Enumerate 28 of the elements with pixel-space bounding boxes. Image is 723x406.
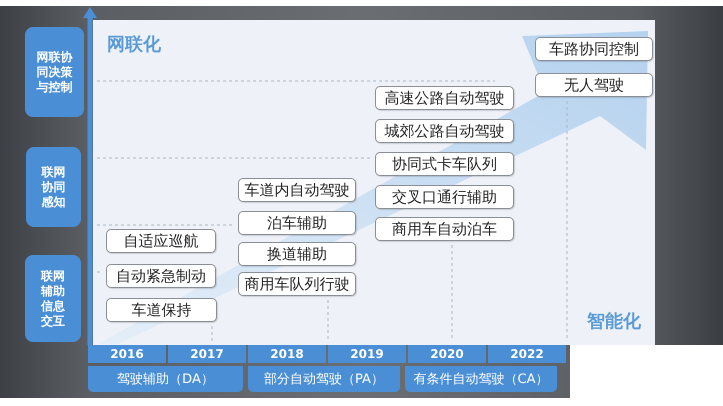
feature-box: 泊车辅助 bbox=[238, 211, 356, 235]
feature-box: 高速公路自动驾驶 bbox=[375, 86, 514, 110]
feature-box: 车路协同控制 bbox=[535, 37, 653, 61]
feature-box: 城郊公路自动驾驶 bbox=[375, 119, 514, 143]
year-cell: 2017 bbox=[168, 345, 246, 363]
stage-bar: 驾驶辅助（DA） bbox=[88, 366, 243, 392]
feature-box: 商用车自动泊车 bbox=[375, 217, 514, 241]
level-box: 网联协同决策与控制 bbox=[25, 27, 84, 117]
feature-box: 车道内自动驾驶 bbox=[238, 178, 356, 202]
year-cell: 2016 bbox=[88, 345, 166, 363]
feature-box: 自动紧急制动 bbox=[106, 264, 216, 288]
year-cell: 2019 bbox=[328, 345, 406, 363]
axis-title: 网联化 bbox=[107, 34, 162, 56]
feature-box: 换道辅助 bbox=[238, 242, 356, 266]
feature-box: 无人驾驶 bbox=[535, 73, 653, 97]
level-box: 联网协同感知 bbox=[26, 147, 81, 227]
axis-title: 智能化 bbox=[587, 311, 642, 333]
feature-box: 交叉口通行辅助 bbox=[375, 185, 514, 209]
feature-box: 协同式卡车队列 bbox=[375, 152, 514, 176]
feature-box: 车道保持 bbox=[106, 298, 217, 322]
level-box: 联网辅助信息交互 bbox=[25, 255, 81, 342]
feature-box: 自适应巡航 bbox=[106, 229, 216, 253]
stage-bar: 部分自动驾驶（PA） bbox=[248, 366, 400, 392]
year-cell: 2020 bbox=[408, 345, 486, 363]
stage-bar: 有条件自动驾驶（CA） bbox=[405, 366, 557, 392]
year-cell: 2018 bbox=[248, 345, 326, 363]
feature-box: 商用车队列行驶 bbox=[238, 272, 356, 296]
year-cell: 2022 bbox=[488, 345, 566, 363]
